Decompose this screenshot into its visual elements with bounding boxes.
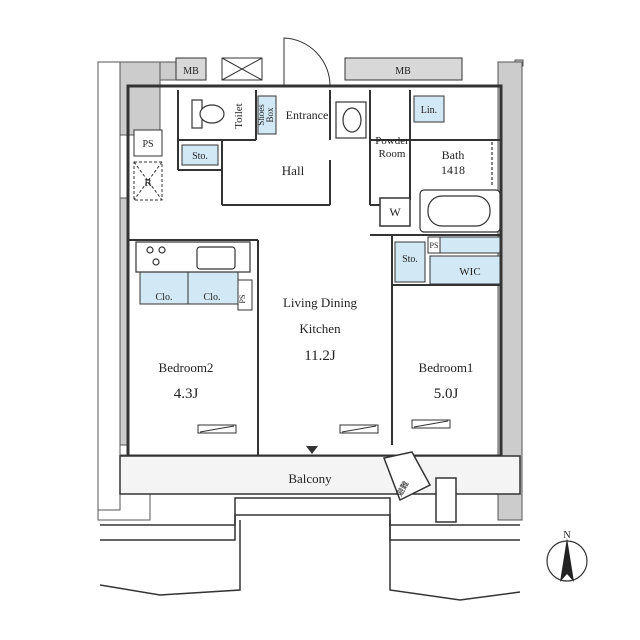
north-label: N <box>563 530 570 541</box>
sink-fixture <box>335 101 367 139</box>
bath-label: Bath <box>442 148 465 162</box>
box-label: Box <box>265 107 275 123</box>
sto-wic-label: Sto. <box>402 254 418 265</box>
entrance-door <box>283 37 331 87</box>
w-label: W <box>389 205 401 219</box>
kitchen-fixture <box>135 241 251 273</box>
bedroom2-label: Bedroom2 <box>159 360 214 375</box>
mb-left-label: MB <box>183 66 199 77</box>
shoes-label: Shoes <box>256 104 266 126</box>
bathtub-fixture <box>419 142 501 233</box>
clo-1-label: Clo. <box>156 292 173 303</box>
toilet-label: Toilet <box>233 103 245 129</box>
powder-label-1: Powder <box>375 135 409 147</box>
balcony <box>99 451 521 601</box>
ldk-size-label: 11.2J <box>304 348 336 364</box>
ps-left-label: PS <box>142 139 153 150</box>
interior-walls <box>128 90 500 455</box>
ps-boxes <box>133 129 441 311</box>
wic-label: WIC <box>459 266 480 278</box>
ldk-label-2: Kitchen <box>299 321 341 336</box>
lin-label: Lin. <box>421 105 437 116</box>
mb-right-label: MB <box>395 66 411 77</box>
powder-label-2: Room <box>379 148 406 160</box>
ps-right-label: PS <box>430 241 439 250</box>
window-marks <box>197 419 451 434</box>
ldk-label-1: Living Dining <box>283 295 358 310</box>
washer-box <box>379 197 411 227</box>
room-labels: MB MB Toilet Shoes Box Entrance Lin. PS … <box>142 66 570 541</box>
entrance-label: Entrance <box>286 108 329 122</box>
bedroom1-label: Bedroom1 <box>419 360 474 375</box>
clo-2-label: Clo. <box>204 292 221 303</box>
sto-hall-label: Sto. <box>192 151 208 162</box>
bath-size-label: 1418 <box>441 163 465 177</box>
hall-label: Hall <box>282 163 305 178</box>
entry-marker <box>306 446 318 454</box>
top-strip <box>175 57 463 81</box>
bedroom2-size-label: 4.3J <box>174 386 199 402</box>
r-label: R <box>144 177 152 189</box>
bedroom1-size-label: 5.0J <box>434 386 459 402</box>
toilet-fixture <box>191 99 225 129</box>
balcony-label: Balcony <box>288 471 332 486</box>
ps-mid-label: PS <box>238 295 247 304</box>
north-arrow <box>546 538 588 582</box>
storage-fills <box>139 95 501 305</box>
